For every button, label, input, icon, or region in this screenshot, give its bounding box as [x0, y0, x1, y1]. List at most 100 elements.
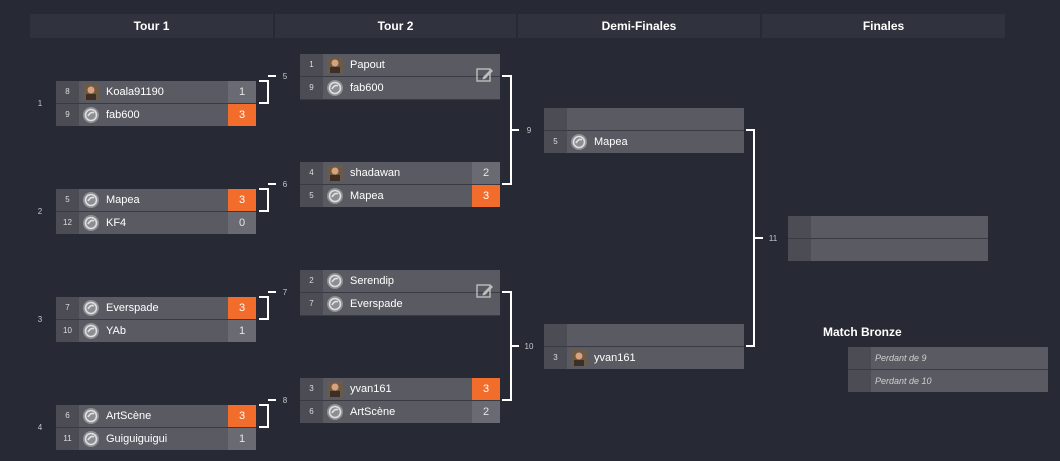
team-logo-icon	[327, 404, 343, 420]
match-box-r2-6[interactable]: 4 shadawan 2 5 Mapea 3	[300, 162, 500, 207]
player-name[interactable]: fab600	[106, 109, 140, 121]
seed-number	[544, 108, 567, 130]
edit-score-icon[interactable]	[476, 67, 494, 83]
seed-number: 5	[544, 131, 567, 153]
player-name[interactable]: Everspade	[106, 302, 159, 314]
team-logo-icon	[83, 323, 99, 339]
seed-number: 5	[56, 189, 79, 211]
match-number-6: 6	[282, 180, 288, 189]
player-score: 1	[228, 320, 256, 342]
match-number-9: 9	[526, 126, 532, 135]
match-box-final-11[interactable]	[788, 216, 988, 261]
player-row[interactable]: 4 shadawan 2	[300, 162, 500, 185]
seed-number: 7	[300, 293, 323, 315]
player-row[interactable]: 9 fab600 3	[56, 104, 256, 126]
player-name[interactable]: Mapea	[106, 194, 140, 206]
player-name[interactable]: Mapea	[594, 136, 628, 148]
final-slot-2	[788, 239, 988, 261]
match-number-1: 1	[37, 99, 43, 108]
team-logo-icon	[83, 107, 99, 123]
match-number-8: 8	[282, 396, 288, 405]
player-name[interactable]: Koala91190	[106, 86, 164, 98]
bronze-placeholder-2: Perdant de 10	[875, 376, 932, 386]
player-name[interactable]: ArtScène	[350, 406, 396, 418]
seed-number: 9	[56, 104, 79, 126]
player-name[interactable]: yvan161	[594, 352, 636, 364]
team-logo-icon	[571, 134, 587, 150]
match-box-r2-7[interactable]: 2 Serendip 7 Everspade	[300, 270, 500, 316]
winning-score: 3	[472, 185, 500, 207]
match-number-11: 11	[768, 234, 778, 243]
player-name[interactable]: Serendip	[350, 275, 395, 287]
player-name[interactable]: Guiguiguigui	[106, 433, 168, 445]
bronze-slot-1: Perdant de 9	[848, 347, 1048, 370]
match-number-2: 2	[37, 207, 43, 216]
team-logo-icon	[83, 408, 99, 424]
player-name[interactable]: Mapea	[350, 190, 384, 202]
player-row[interactable]: 5 Mapea 3	[300, 185, 500, 207]
player-row[interactable]: 2 Serendip	[300, 270, 500, 293]
player-name[interactable]: YAb	[106, 325, 126, 337]
seed-number: 2	[300, 270, 323, 292]
player-name[interactable]: yvan161	[350, 383, 392, 395]
player-name[interactable]: Papout	[350, 59, 385, 71]
winning-score: 3	[228, 405, 256, 427]
seed-number: 6	[56, 405, 79, 427]
player-row[interactable]: 5 Mapea	[544, 131, 744, 153]
player-row[interactable]: 6 ArtScène 3	[56, 405, 256, 428]
bronze-placeholder-1: Perdant de 9	[875, 353, 927, 363]
seed-number	[544, 324, 567, 346]
round-header-final: Finales	[762, 14, 1005, 38]
player-avatar	[571, 350, 587, 366]
match-number-4: 4	[37, 423, 43, 432]
bronze-slot-2: Perdant de 10	[848, 370, 1048, 392]
match-number-10: 10	[524, 342, 534, 351]
player-name[interactable]: shadawan	[350, 167, 401, 179]
edit-score-icon[interactable]	[476, 283, 494, 299]
seed-number: 9	[300, 77, 323, 99]
player-row[interactable]	[544, 108, 744, 131]
player-row[interactable]	[544, 324, 744, 347]
player-score: 2	[472, 162, 500, 184]
player-score: 1	[228, 81, 256, 103]
team-logo-icon	[327, 296, 343, 312]
seed-number: 5	[300, 185, 323, 207]
winning-score: 3	[228, 104, 256, 126]
player-name[interactable]: ArtScène	[106, 410, 152, 422]
player-row[interactable]: 6 ArtScène 2	[300, 401, 500, 423]
player-row[interactable]: 9 fab600	[300, 77, 500, 100]
match-box-bronze[interactable]: Perdant de 9 Perdant de 10	[848, 347, 1048, 392]
round-header-semis: Demi-Finales	[518, 14, 760, 38]
match-box-semi-9[interactable]: 5 Mapea	[544, 108, 744, 153]
match-number-3: 3	[37, 315, 43, 324]
player-name[interactable]: KF4	[106, 217, 127, 229]
seed-cell	[788, 216, 811, 238]
player-row[interactable]: 7 Everspade	[300, 293, 500, 316]
seed-cell	[788, 239, 811, 261]
team-logo-icon	[327, 188, 343, 204]
player-name[interactable]: fab600	[350, 82, 384, 94]
seed-number: 6	[300, 401, 323, 423]
team-logo-icon	[83, 192, 99, 208]
player-score: 2	[472, 401, 500, 423]
seed-number: 4	[300, 162, 323, 184]
player-name[interactable]: Everspade	[350, 298, 403, 310]
seed-cell	[848, 347, 871, 369]
